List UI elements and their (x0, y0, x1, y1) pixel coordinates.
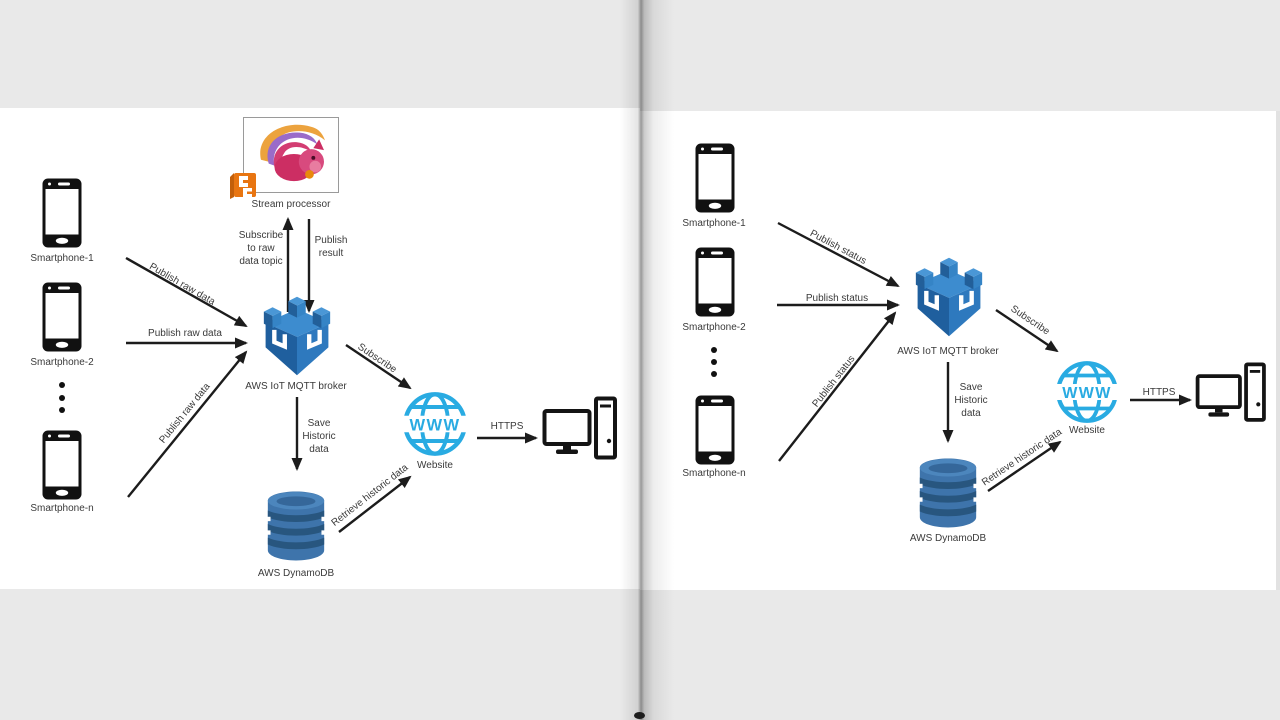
aws-iot-broker-label: AWS IoT MQTT broker (245, 381, 347, 392)
aws-dynamodb-label: AWS DynamoDB (257, 568, 335, 579)
publish-status-2-label: Publish status (805, 293, 869, 304)
smartphone-n-label: Smartphone-n (30, 503, 94, 514)
subscribe-topic-label: Subscribe to raw data topic (238, 230, 284, 267)
aws-iot-cube-icon (905, 256, 993, 338)
smartphone-icon (695, 247, 735, 317)
website-label: Website (417, 460, 453, 471)
aws-iot-broker-label: AWS IoT MQTT broker (897, 346, 999, 357)
vertical-dots (59, 395, 65, 401)
stream-processor-label: Stream processor (251, 199, 331, 210)
www-globe-icon (1054, 359, 1120, 425)
desktop-computer-icon (1194, 362, 1268, 426)
vertical-dots (59, 382, 65, 388)
flink-squirrel-icon (251, 121, 333, 185)
arrow-retrieve-historic (338, 475, 412, 533)
www-globe-icon (401, 390, 469, 458)
smartphone-2-label: Smartphone-2 (30, 357, 94, 368)
vertical-dots (711, 371, 717, 377)
smartphone-icon (695, 143, 735, 213)
aws-dynamodb-label: AWS DynamoDB (909, 533, 987, 544)
smartphone-1-label: Smartphone-1 (682, 218, 746, 229)
aws-iot-cube-icon (253, 295, 341, 377)
arrow-publish-status-1 (777, 221, 900, 288)
save-historic-label: Save Historic data (954, 382, 988, 419)
website-label: Website (1069, 425, 1105, 436)
arrow-subscribe-website (345, 344, 412, 390)
aws-stream-cube-icon (230, 169, 260, 201)
smartphone-n-label: Smartphone-n (682, 468, 746, 479)
vertical-dots (711, 359, 717, 365)
vertical-dots (711, 347, 717, 353)
smartphone-1-label: Smartphone-1 (30, 253, 94, 264)
arrow-publish-raw-1 (125, 256, 248, 328)
arrow-retrieve-historic (987, 440, 1062, 492)
database-cylinder-icon (914, 457, 982, 529)
page-seam-dot (634, 712, 645, 719)
https-label: HTTPS (490, 421, 524, 432)
smartphone-icon (695, 395, 735, 465)
vertical-dots (59, 407, 65, 413)
arrow-subscribe-website (995, 309, 1059, 353)
https-label: HTTPS (1142, 387, 1176, 398)
desktop-computer-icon (542, 396, 618, 464)
smartphone-2-label: Smartphone-2 (682, 322, 746, 333)
save-historic-label: Save Historic data (302, 418, 336, 455)
publish-result-label: Publish result (314, 235, 348, 259)
right-page-edge (1276, 111, 1280, 590)
smartphone-icon (42, 282, 82, 352)
arrow-publish-status-n (778, 311, 897, 462)
smartphone-icon (42, 430, 82, 500)
smartphone-icon (42, 178, 82, 248)
publish-raw-2-label: Publish raw data (148, 328, 222, 339)
arrow-publish-raw-n (127, 350, 248, 498)
stream-processor-box (243, 117, 339, 193)
